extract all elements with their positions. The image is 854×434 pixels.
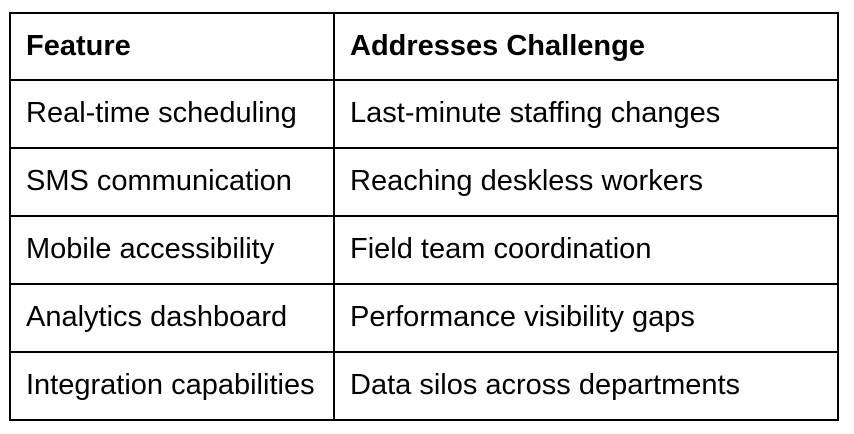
feature-cell: Integration capabilities — [9, 351, 335, 421]
challenge-cell: Performance visibility gaps — [333, 283, 839, 353]
feature-challenge-table: Feature Addresses Challenge Real-time sc… — [9, 12, 839, 421]
table-header-row: Feature Addresses Challenge — [9, 12, 839, 81]
table-row: Real-time scheduling Last-minute staffin… — [9, 79, 839, 149]
table-row: Analytics dashboard Performance visibili… — [9, 283, 839, 353]
challenge-cell: Data silos across departments — [333, 351, 839, 421]
feature-cell: Real-time scheduling — [9, 79, 335, 149]
header-cell-feature: Feature — [9, 12, 335, 81]
table-row: Mobile accessibility Field team coordina… — [9, 215, 839, 285]
header-cell-addresses-challenge: Addresses Challenge — [333, 12, 839, 81]
table-row: SMS communication Reaching deskless work… — [9, 147, 839, 217]
feature-cell: Mobile accessibility — [9, 215, 335, 285]
feature-cell: SMS communication — [9, 147, 335, 217]
challenge-cell: Reaching deskless workers — [333, 147, 839, 217]
challenge-cell: Last-minute staffing changes — [333, 79, 839, 149]
table-row: Integration capabilities Data silos acro… — [9, 351, 839, 421]
challenge-cell: Field team coordination — [333, 215, 839, 285]
feature-cell: Analytics dashboard — [9, 283, 335, 353]
